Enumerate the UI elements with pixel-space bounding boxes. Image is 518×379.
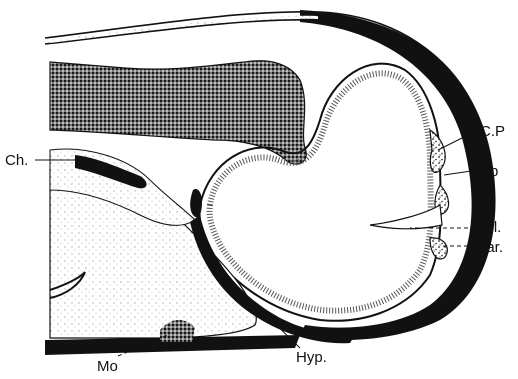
label-ep: Ep (480, 163, 498, 180)
label-ch: Ch. (5, 152, 28, 169)
hypophysis-wedge (190, 189, 202, 217)
label-mo: Mo (97, 358, 118, 375)
label-par: par. (478, 239, 503, 256)
label-vel: vel. (478, 219, 501, 236)
paraphysis-fold (430, 238, 447, 259)
outer-wall (300, 10, 496, 340)
choroid-plexus-fold (430, 130, 445, 172)
label-hyp: Hyp. (296, 349, 327, 366)
label-cp: C.P (480, 123, 505, 140)
velum-fold (370, 205, 442, 229)
